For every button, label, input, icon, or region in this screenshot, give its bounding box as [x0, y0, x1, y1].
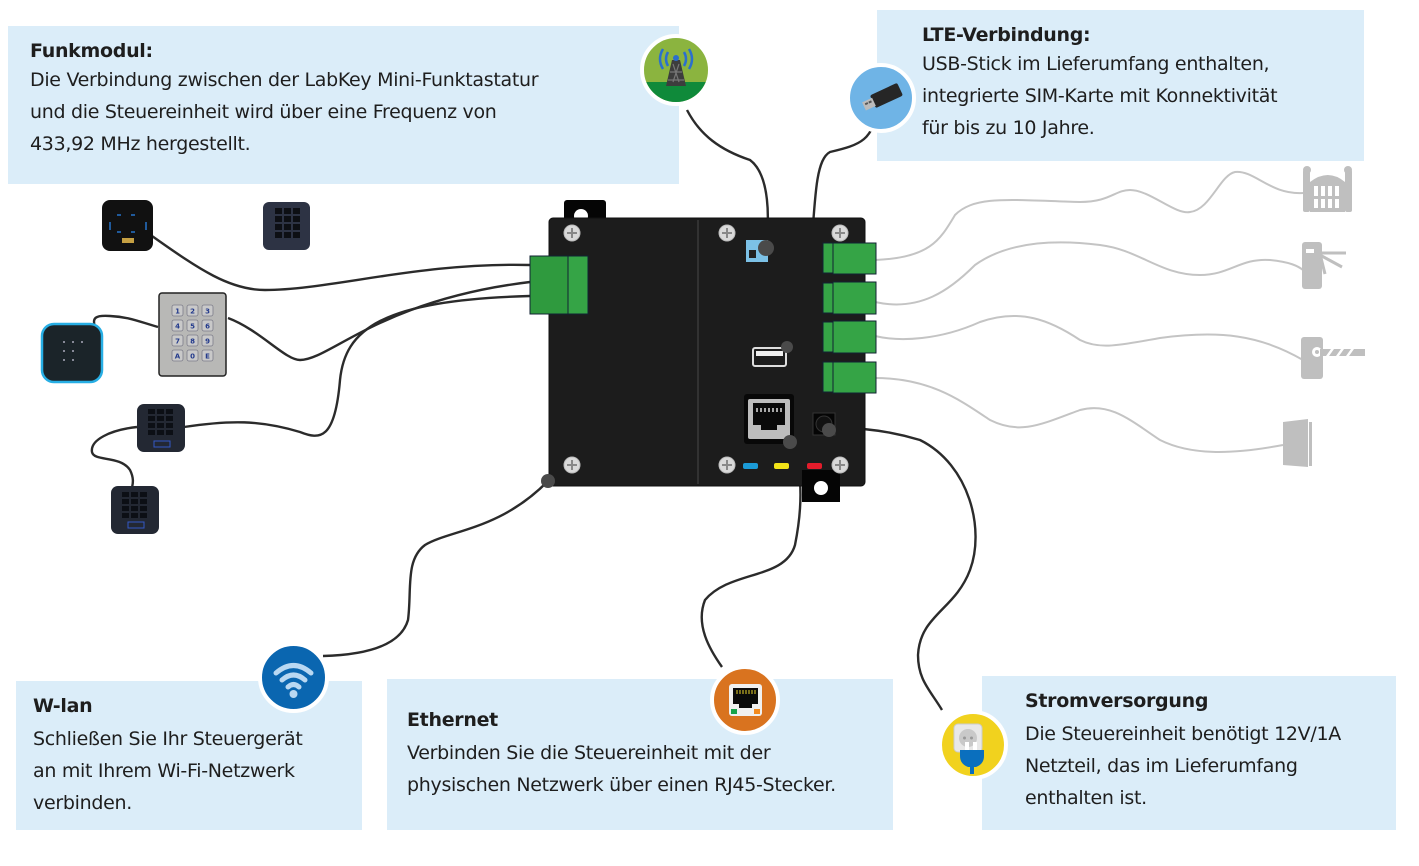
output-wires: [874, 170, 1304, 453]
steel-key-label: 0: [190, 353, 195, 361]
lte-title: LTE-Verbindung:: [922, 24, 1091, 46]
steel-key-label: 7: [175, 338, 180, 346]
turnstile-icon: [1302, 242, 1346, 289]
radio-tower-icon: [640, 34, 712, 106]
steel-key: [201, 349, 214, 362]
steel-key: [201, 319, 214, 332]
steel-key: [201, 304, 214, 317]
gate-icon: [1303, 166, 1352, 212]
labkey-keypad-round-black: [102, 200, 153, 251]
wire-gate: [874, 170, 1304, 261]
steel-key: [171, 334, 184, 347]
strom-line: enthalten ist.: [1025, 787, 1147, 809]
wire-door: [874, 377, 1284, 453]
wire-steel-keypad: [227, 280, 531, 362]
wire-turnstile: [874, 241, 1304, 306]
steel-key-label: 8: [190, 338, 195, 346]
led-yellow: [774, 463, 789, 469]
ethernet-line: Verbinden Sie die Steuereinheit mit der: [407, 742, 771, 764]
steel-key-label: A: [175, 353, 181, 361]
control-unit-board: [529, 200, 877, 502]
steel-key: [186, 349, 199, 362]
output-devices: [1283, 166, 1365, 467]
steel-key-label: 2: [190, 308, 195, 316]
steel-key: [171, 304, 184, 317]
led-red: [807, 463, 822, 469]
labkey-keypad-blue-ring: [40, 322, 104, 384]
radio-module-terminal: [529, 255, 589, 315]
steel-key-label: 4: [175, 323, 180, 331]
steel-key: [186, 319, 199, 332]
wifi-icon: [258, 642, 329, 713]
connection-dots: [541, 240, 836, 488]
lte-info-box: LTE-Verbindung: USB-Stick im Lieferumfan…: [877, 10, 1364, 161]
barrier-icon: [1301, 337, 1365, 379]
wire-keypad-1: [151, 235, 531, 292]
ethernet-port-icon: [710, 665, 780, 735]
ethernet-line: physischen Netzwerk über einen RJ45-Stec…: [407, 774, 836, 796]
power-plug-icon: [938, 710, 1008, 780]
strom-line: Netzteil, das im Lieferumfang: [1025, 755, 1298, 777]
wlan-title: W-lan: [33, 695, 93, 717]
funkmodul-line: Die Verbindung zwischen der LabKey Mini-…: [30, 69, 539, 91]
wire-keypad-small-1: [183, 294, 531, 437]
wire-wifi: [322, 480, 549, 658]
funkmodul-title: Funkmodul:: [30, 40, 153, 62]
wlan-line: Schließen Sie Ihr Steuergerät: [33, 728, 303, 750]
ethernet-info-box: Ethernet Verbinden Sie die Steuereinheit…: [387, 679, 893, 830]
steel-key: [186, 334, 199, 347]
lte-line: für bis zu 10 Jahre.: [922, 117, 1095, 139]
steel-key-label: 9: [205, 338, 210, 346]
wire-keypad-small-chain: [90, 425, 138, 489]
lte-line: USB-Stick im Lieferumfang enthalten,: [922, 53, 1270, 75]
wlan-line: verbinden.: [33, 792, 132, 814]
wire-barrier: [874, 314, 1304, 361]
steel-key-label: 1: [175, 308, 180, 316]
relay-terminals: [822, 242, 877, 394]
strom-line: Die Steuereinheit benötigt 12V/1A: [1025, 723, 1341, 745]
keypad-devices: 1 2 3 4 5 6 7 8 9A 0 E: [40, 200, 310, 534]
lte-line: integrierte SIM-Karte mit Konnektivität: [922, 85, 1278, 107]
usb-stick-icon: [846, 63, 916, 133]
funkmodul-line: und die Steuereinheit wird über eine Fre…: [30, 101, 497, 123]
steel-keypad-keys: 1 2 3 4 5 6 7 8 9A 0 E: [171, 304, 214, 362]
steel-key: [186, 304, 199, 317]
funkmodul-line: 433,92 MHz hergestellt.: [30, 133, 251, 155]
wire-power: [829, 427, 977, 711]
steel-key-label: 6: [205, 323, 210, 331]
steel-key: [201, 334, 214, 347]
usb-port: [752, 347, 787, 367]
steel-key: [171, 349, 184, 362]
door-icon: [1283, 419, 1312, 467]
ethernet-title: Ethernet: [407, 709, 498, 731]
steel-key: [171, 319, 184, 332]
steel-key-label: 3: [205, 308, 210, 316]
wlan-line: an mit Ihrem Wi-Fi-Netzwerk: [33, 760, 295, 782]
stromversorgung-info-box: Stromversorgung Die Steuereinheit benöti…: [982, 676, 1396, 830]
steel-key-label: E: [205, 353, 210, 361]
led-blue: [743, 463, 758, 469]
strom-title: Stromversorgung: [1025, 690, 1209, 712]
steel-key-label: 5: [190, 323, 195, 331]
wire-blue-ring: [92, 314, 159, 329]
funkmodul-info-box: Funkmodul: Die Verbindung zwischen der L…: [8, 26, 679, 184]
